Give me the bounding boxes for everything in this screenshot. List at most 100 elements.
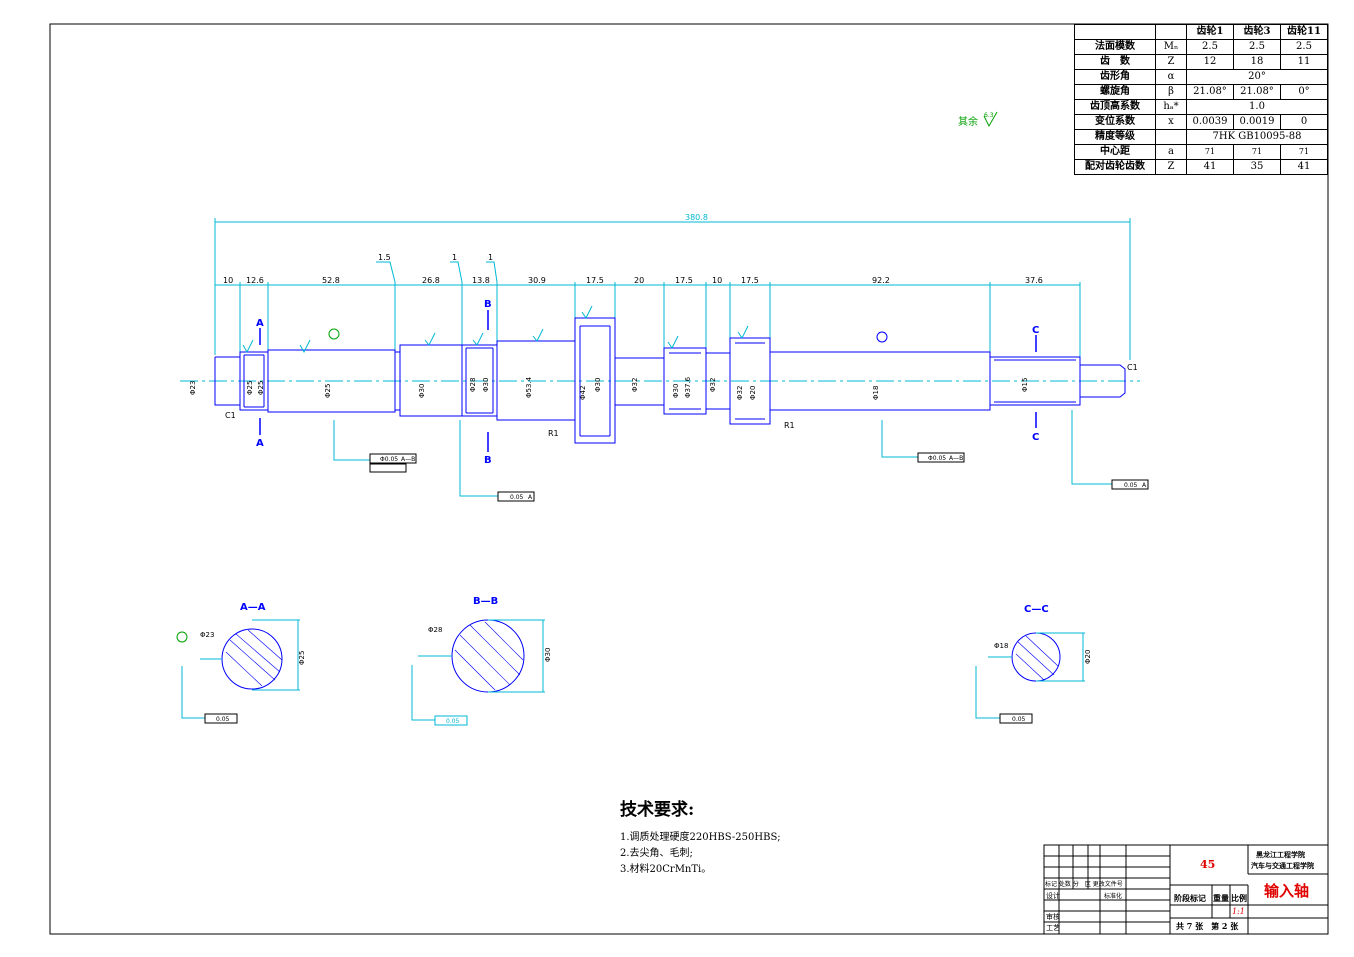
row-value: 41 (1280, 159, 1328, 175)
table-row: 配对齿轮齿数 Z 41 35 41 (1074, 159, 1328, 175)
table-row: 变位系数 x 0.0039 0.0019 0 (1074, 114, 1328, 130)
dia-label-4: Φ25 (324, 384, 332, 398)
revision-header: 标记 处数 分 区 更改文件号 (1045, 881, 1123, 888)
row-label: 齿顶高系数 (1074, 99, 1156, 115)
dim-seg-13: 37.6 (1025, 276, 1043, 285)
dia-label-18: Φ15 (1021, 378, 1029, 392)
row-symbol: a (1155, 144, 1187, 160)
table-row: 螺旋角 β 21.08° 21.08° 0° (1074, 84, 1328, 100)
technical-requirements: 技术要求: 1.调质处理硬度220HBS-250HBS; 2.去尖角、毛刺; 3… (620, 795, 781, 878)
segment-dimension-texts: 10 12.6 52.8 26.8 13.8 30.9 17.5 20 17.5… (223, 276, 1043, 285)
header-gear-1: 齿轮1 (1186, 24, 1234, 40)
cut-letter-c-bottom: C (1032, 432, 1039, 443)
title-block-grid (1043, 844, 1329, 935)
section-b-d1: Φ28 (428, 626, 442, 634)
design-label: 设计 (1046, 892, 1060, 900)
dia-label-11: Φ32 (631, 378, 639, 392)
row-value: 11 (1280, 54, 1328, 70)
dia-label-16: Φ20 (749, 386, 757, 400)
table-row: 法面模数 Mₙ 2.5 2.5 2.5 (1074, 39, 1328, 55)
row-value: 0.0019 (1233, 114, 1281, 130)
dia-label-3: Φ25 (257, 381, 265, 395)
dia-label-5: Φ30 (418, 384, 426, 398)
tech-title: 技术要求: (620, 800, 695, 820)
cut-markers (259, 310, 1037, 452)
dim-seg-5: 13.8 (472, 276, 490, 285)
tol-par-1: 0.05 (510, 494, 524, 501)
dim-seg-11: 17.5 (741, 276, 759, 285)
section-a-tol: 0.05 (216, 716, 230, 723)
roughness-marks (242, 305, 749, 354)
dim-seg-10: 10 (712, 276, 722, 285)
radius-right: R1 (784, 421, 795, 430)
dim-step-3: 1 (488, 253, 493, 262)
cut-letter-c-top: C (1032, 325, 1039, 336)
table-row: 中心距 a 71 71 71 (1074, 144, 1328, 160)
row-symbol: α (1155, 69, 1187, 85)
dim-seg-7: 17.5 (586, 276, 604, 285)
cut-letter-b-top: B (484, 299, 492, 310)
cut-letter-b-bottom: B (484, 455, 492, 466)
row-symbol: Z (1155, 54, 1187, 70)
chamfer-right: C1 (1127, 363, 1138, 372)
row-label: 法面模数 (1074, 39, 1156, 55)
section-a (176, 619, 300, 724)
cut-letter-a-top: A (256, 318, 264, 329)
row-symbol: β (1155, 84, 1187, 100)
dim-step-1: 1.5 (378, 253, 391, 262)
dia-label-17: Φ18 (872, 386, 880, 400)
header-gear-3: 齿轮3 (1233, 24, 1281, 40)
dim-seg-4: 26.8 (422, 276, 440, 285)
row-label: 螺旋角 (1074, 84, 1156, 100)
drawing-frame (49, 23, 1329, 935)
dia-label-1: Φ23 (189, 381, 197, 395)
segment-dimension-line (215, 282, 1081, 358)
standard-label: 标准化 (1104, 893, 1123, 900)
section-c-d2: Φ20 (1084, 650, 1092, 664)
row-value: 0.0039 (1186, 114, 1234, 130)
section-b-d2: Φ30 (544, 648, 552, 662)
tolerance-leaders (333, 410, 1112, 497)
row-value: 0° (1280, 84, 1328, 100)
school-name-2: 汽车与交通工程学院 (1251, 861, 1314, 870)
table-row: 齿顶高系数 hₐ* 1.0 (1074, 99, 1328, 115)
shaft-outline (214, 317, 1126, 444)
row-value: 71 (1186, 144, 1234, 160)
row-symbol: Mₙ (1155, 39, 1187, 55)
row-span-value: 20° (1186, 69, 1328, 85)
row-symbol (1155, 129, 1187, 145)
dim-seg-9: 17.5 (675, 276, 693, 285)
row-value: 2.5 (1233, 39, 1281, 55)
tol-ref-3: A (528, 494, 533, 501)
stage-mark-label: 阶段标记 (1174, 893, 1206, 903)
tol-ref-1: A—B (401, 456, 415, 463)
roughness-symbol (983, 111, 998, 128)
row-value: 2.5 (1280, 39, 1328, 55)
row-value: 2.5 (1186, 39, 1234, 55)
row-value: 41 (1186, 159, 1234, 175)
section-b-tol: 0.05 (446, 718, 460, 725)
radius-left: R1 (548, 429, 559, 438)
dia-label-12: Φ30 (672, 384, 680, 398)
row-value: 0 (1280, 114, 1328, 130)
datum-b-circle (876, 331, 888, 343)
tol-ref-2: A—B (949, 455, 963, 462)
tol-coax-2: Φ0.05 (928, 455, 946, 462)
table-row: 齿形角 α 20° (1074, 69, 1328, 85)
scale-label: 比例 (1231, 893, 1247, 903)
dia-label-15: Φ32 (736, 386, 744, 400)
sheet-count: 共 7 张 第 2 张 (1176, 921, 1239, 931)
dim-seg-2: 12.6 (246, 276, 264, 285)
tech-line-2: 2.去尖角、毛刺; (620, 848, 693, 859)
row-value: 21.08° (1233, 84, 1281, 100)
dia-label-10: Φ30 (594, 378, 602, 392)
review-label: 审核 (1046, 913, 1060, 921)
process-label: 工艺 (1046, 924, 1060, 932)
section-b (411, 619, 545, 726)
part-name: 输入轴 (1264, 882, 1310, 900)
material-value: 45 (1200, 858, 1216, 871)
dim-step-2: 1 (452, 253, 457, 262)
tolerance-frame-2 (497, 491, 535, 502)
roughness-value: 6.3 (984, 112, 994, 119)
